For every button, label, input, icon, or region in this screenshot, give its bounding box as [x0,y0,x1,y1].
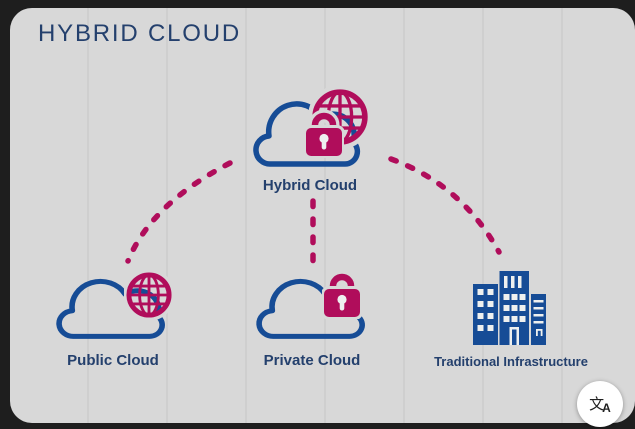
node-label: Private Cloud [263,352,361,369]
buildings-icon [473,271,546,345]
diagram-canvas: HYBRID CLOUD [10,8,635,423]
diagram-title: HYBRID CLOUD [38,20,241,47]
cloud-outline-icon [56,278,165,339]
connector-lines [125,156,502,271]
dashed-connector-hybrid-to-public [125,160,233,264]
node-traditional-infrastructure: Traditional Infrastructure [421,271,601,371]
dashed-connector-hybrid-to-traditional [388,156,502,255]
translate-icon-letter: A [602,401,611,415]
lock-icon [322,270,362,319]
translate-button[interactable]: 文 A [577,381,623,427]
node-label: Public Cloud [67,352,159,369]
node-hybrid-cloud: Hybrid Cloud [245,86,375,196]
node-public-cloud: Public Cloud [48,268,178,372]
node-private-cloud: Private Cloud [247,267,377,372]
cloud-outline-icon [256,278,365,339]
translate-icon: 文 [589,395,605,413]
lock-icon [304,109,344,158]
node-label: Hybrid Cloud [262,177,358,194]
globe-icon [124,270,174,320]
node-label: Traditional Infrastructure [434,354,588,369]
